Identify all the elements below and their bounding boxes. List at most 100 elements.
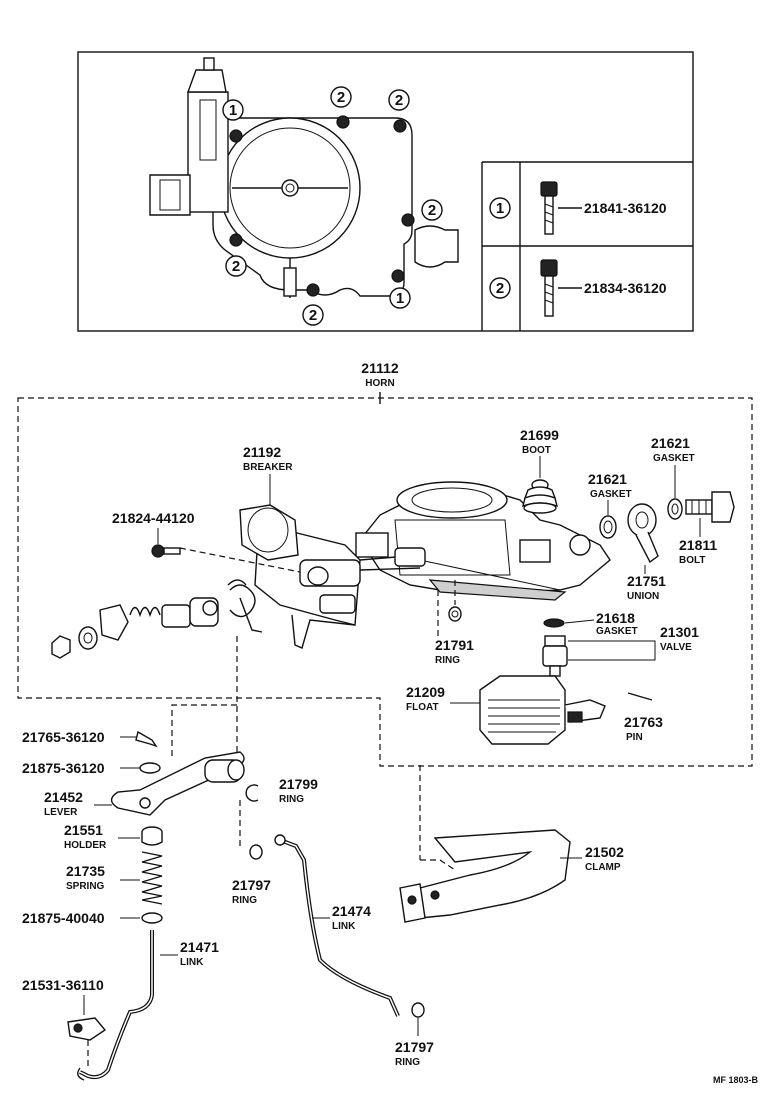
ring-part bbox=[411, 1002, 425, 1018]
part-name-gasket: GASKET bbox=[653, 453, 695, 464]
part-name-float: FLOAT bbox=[406, 702, 439, 713]
part-name-holder: HOLDER bbox=[64, 840, 107, 851]
part-name-breaker: BREAKER bbox=[243, 462, 293, 473]
callout-circle-2 bbox=[421, 199, 443, 221]
gasket-ring bbox=[543, 618, 565, 628]
callout-label: 2 bbox=[337, 89, 345, 106]
part-number-21763: 21763 bbox=[624, 714, 663, 730]
legend-callout: 1 bbox=[496, 200, 504, 217]
part-name-gasket: GASKET bbox=[596, 626, 638, 637]
part-number-21799: 21799 bbox=[279, 776, 318, 792]
part-name-ring: RING bbox=[232, 895, 257, 906]
callout-circle-1 bbox=[222, 99, 244, 121]
part-name-link: LINK bbox=[332, 921, 356, 932]
part-name-valve: VALVE bbox=[660, 642, 692, 653]
throttle-body-top-view bbox=[149, 57, 459, 298]
part-number-21474: 21474 bbox=[332, 903, 371, 919]
part-name-ring: RING bbox=[435, 655, 460, 666]
ring-part bbox=[245, 784, 259, 802]
link-rod-part bbox=[77, 930, 154, 1081]
part-name-clamp: CLAMP bbox=[585, 862, 621, 873]
ring-part bbox=[249, 844, 263, 860]
part-number-21621: 21621 bbox=[651, 435, 690, 451]
legend-callout: 2 bbox=[496, 280, 504, 297]
bolt-icon bbox=[540, 181, 558, 235]
part-name-link: LINK bbox=[180, 957, 204, 968]
callout-circle-2 bbox=[330, 86, 352, 108]
legend-part-number: 21834-36120 bbox=[584, 280, 667, 296]
part-name-gasket: GASKET bbox=[590, 489, 632, 500]
legend-part-number: 21841-36120 bbox=[584, 200, 667, 216]
bolt-icon bbox=[685, 491, 735, 523]
part-name-horn: HORN bbox=[365, 378, 394, 389]
spring-part bbox=[141, 851, 163, 905]
float-part bbox=[479, 675, 606, 745]
pin-part bbox=[627, 692, 653, 701]
choke-linkage-parts bbox=[51, 579, 263, 659]
part-name-spring: SPRING bbox=[66, 881, 105, 892]
part-name-lever: LEVER bbox=[44, 807, 78, 818]
needle-valve-part bbox=[542, 635, 568, 677]
boot-part bbox=[522, 479, 558, 514]
screw-icon bbox=[151, 544, 181, 558]
inset-callouts: 1 2 2 2 2 2 1 bbox=[222, 86, 443, 326]
ring-part bbox=[448, 606, 462, 622]
callout-label: 2 bbox=[395, 92, 403, 109]
carburetor-body bbox=[239, 481, 611, 649]
reference-code: MF 1803-B bbox=[713, 1075, 759, 1085]
lever-part bbox=[110, 751, 245, 816]
callout-label: 2 bbox=[232, 258, 240, 275]
cotter-pin-part bbox=[135, 730, 158, 748]
part-name-ring: RING bbox=[395, 1057, 420, 1068]
part-number-21551: 21551 bbox=[64, 822, 103, 838]
callout-label: 2 bbox=[428, 202, 436, 219]
horn-assembly-boundary bbox=[17, 392, 753, 767]
part-number-21735: 21735 bbox=[66, 863, 105, 879]
part-number-21797: 21797 bbox=[395, 1039, 434, 1055]
washer-part bbox=[141, 912, 163, 924]
part-name-pin: PIN bbox=[626, 732, 643, 743]
part-number-21875-36120: 21875-36120 bbox=[22, 760, 105, 776]
clip-part bbox=[67, 1017, 107, 1041]
callout-circle-2 bbox=[388, 89, 410, 111]
holder-part bbox=[141, 826, 163, 846]
washer-part bbox=[139, 762, 161, 774]
callout-circle-1 bbox=[389, 287, 411, 309]
part-number-21811: 21811 bbox=[679, 537, 717, 553]
part-number-21301: 21301 bbox=[660, 624, 699, 640]
clamp-part bbox=[399, 829, 571, 923]
gasket-ring bbox=[599, 515, 617, 539]
part-number-21751: 21751 bbox=[627, 573, 666, 589]
part-number-21824-44120: 21824-44120 bbox=[112, 510, 195, 526]
inset-panel bbox=[77, 51, 694, 332]
part-number-21875-40040: 21875-40040 bbox=[22, 910, 105, 926]
bolt-icon bbox=[540, 259, 558, 317]
part-number-21618: 21618 bbox=[596, 610, 635, 626]
callout-label: 1 bbox=[396, 290, 404, 307]
part-number-21699: 21699 bbox=[520, 427, 559, 443]
part-name-ring: RING bbox=[279, 794, 304, 805]
part-number-21621: 21621 bbox=[588, 471, 627, 487]
part-number-21531-36110: 21531-36110 bbox=[22, 977, 104, 993]
part-number-21791: 21791 bbox=[435, 637, 474, 653]
callout-label: 1 bbox=[229, 102, 237, 119]
part-name-boot: BOOT bbox=[522, 445, 551, 456]
callout-circle-2 bbox=[302, 304, 324, 326]
part-number-21192: 21192 bbox=[243, 444, 281, 460]
part-number-21112: 21112 bbox=[361, 360, 399, 376]
link-rod-part bbox=[274, 834, 400, 1017]
part-name-union: UNION bbox=[627, 591, 659, 602]
part-number-21471: 21471 bbox=[180, 939, 219, 955]
callout-circle-2 bbox=[225, 255, 247, 277]
inset-legend: 1 21841-36120 2 21834-36120 bbox=[489, 181, 667, 317]
union-part bbox=[627, 503, 659, 564]
part-number-21502: 21502 bbox=[585, 844, 624, 860]
part-number-21452: 21452 bbox=[44, 789, 83, 805]
part-number-21797: 21797 bbox=[232, 877, 271, 893]
part-name-bolt: BOLT bbox=[679, 555, 705, 566]
part-number-21209: 21209 bbox=[406, 684, 445, 700]
callout-label: 2 bbox=[309, 307, 317, 324]
part-number-21765-36120: 21765-36120 bbox=[22, 729, 105, 745]
leader-line bbox=[179, 547, 301, 573]
